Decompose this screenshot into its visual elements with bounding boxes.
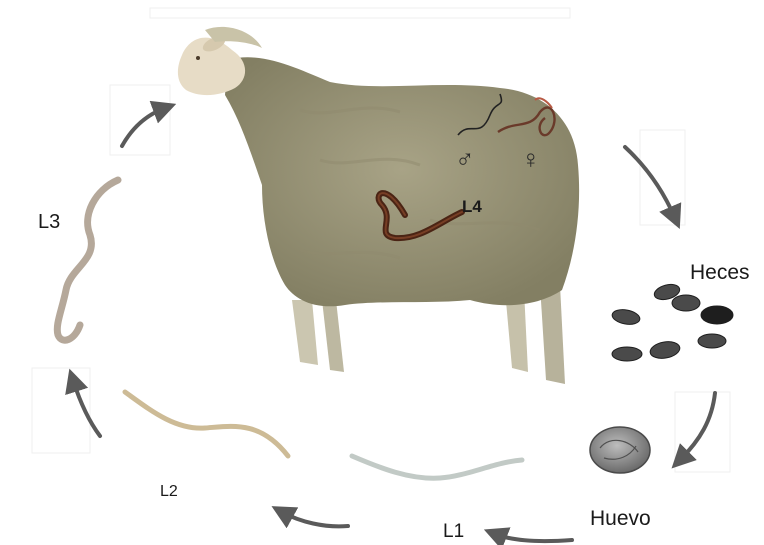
sheep-leg-front-left [292, 300, 318, 365]
l3-larva [57, 180, 118, 340]
arrow-egg-to-l1 [495, 534, 572, 541]
sheep-leg-back-right [540, 285, 565, 384]
l4-label: L4 [462, 198, 482, 215]
l2-label: L2 [160, 484, 178, 500]
arrow-feces-to-egg [680, 393, 715, 460]
arrow-l3-to-sheep [122, 108, 165, 146]
male-symbol-icon: ♂ [455, 146, 475, 172]
egg [590, 427, 650, 473]
feces-pellets [611, 282, 733, 361]
sheep-body [225, 57, 579, 306]
l3-label: L3 [38, 212, 60, 232]
egg-label: Huevo [590, 508, 651, 529]
arrow-l2-to-l3 [73, 380, 100, 436]
l2-larva [125, 392, 288, 456]
arrow-l1-to-l2 [282, 512, 348, 526]
arrow-sheep-to-feces [625, 147, 675, 218]
female-symbol-icon: ♀ [521, 146, 541, 172]
sheep-leg-front-right [322, 300, 344, 372]
feces-label: Heces [690, 262, 750, 283]
sheep-eye [196, 56, 200, 60]
l1-larva [352, 456, 522, 478]
l1-label: L1 [443, 522, 464, 541]
